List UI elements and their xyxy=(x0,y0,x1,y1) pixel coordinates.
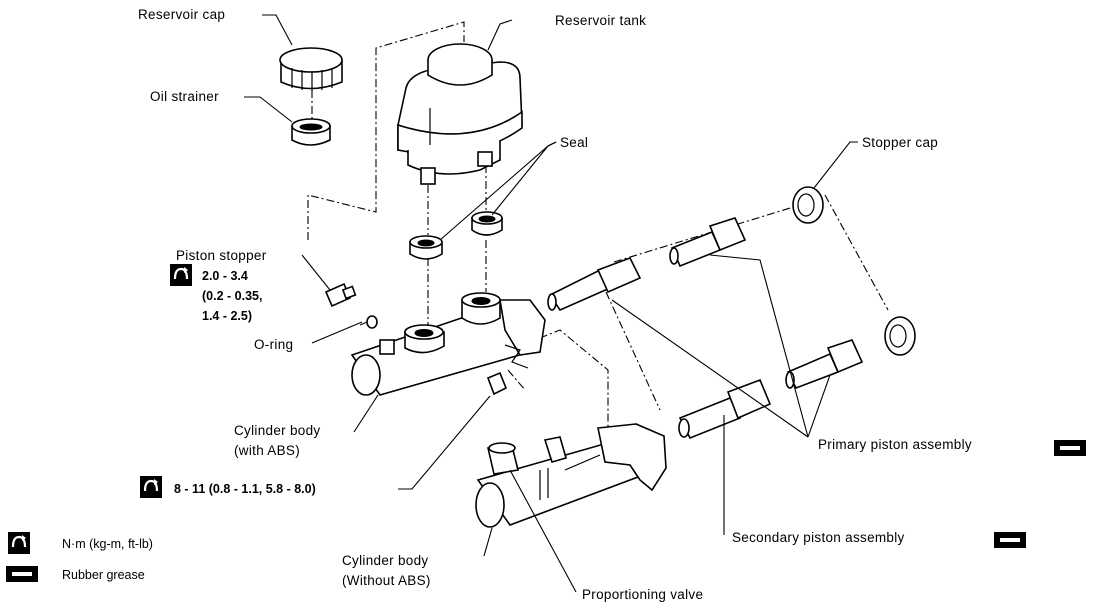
secondary-piston-upper xyxy=(785,339,864,390)
label-seal: Seal xyxy=(560,135,588,150)
label-cylinder-body-with-abs-1: Cylinder body xyxy=(234,423,320,438)
reservoir-tank xyxy=(397,43,523,185)
cylinder-body-with-abs xyxy=(350,292,546,396)
label-secondary-piston-assembly: Secondary piston assembly xyxy=(732,530,905,545)
label-primary-piston-assembly: Primary piston assembly xyxy=(818,437,972,452)
legend-rubber-grease: Rubber grease xyxy=(62,568,145,582)
torque-piston-stopper-3: 1.4 - 2.5) xyxy=(202,309,252,323)
label-cylinder-body-without-abs-2: (Without ABS) xyxy=(342,573,431,588)
torque-wrench-icon xyxy=(140,476,162,498)
label-cylinder-body-with-abs-2: (with ABS) xyxy=(234,443,300,458)
seal-lower xyxy=(409,235,443,260)
primary-piston-lower xyxy=(669,217,747,268)
reservoir-cap xyxy=(279,47,343,91)
o-ring xyxy=(366,315,378,329)
legend: N·m (kg-m, ft-lb) Rubber grease xyxy=(6,532,153,582)
label-reservoir-cap: Reservoir cap xyxy=(138,7,225,22)
label-o-ring: O-ring xyxy=(254,337,293,352)
torque-proportioning-valve: 8 - 11 (0.8 - 1.1, 5.8 - 8.0) xyxy=(174,482,316,496)
torque-wrench-icon xyxy=(8,532,30,554)
cylinder-body-without-abs xyxy=(475,423,667,528)
torque-piston-stopper-2: (0.2 - 0.35, xyxy=(202,289,262,303)
seal-upper xyxy=(471,211,503,236)
label-cylinder-body-without-abs-1: Cylinder body xyxy=(342,553,428,568)
stopper-cap-upper xyxy=(792,186,824,224)
torque-wrench-icon xyxy=(170,264,192,286)
rubber-grease-icon xyxy=(6,566,38,582)
primary-piston-upper xyxy=(547,256,642,312)
label-proportioning-valve: Proportioning valve xyxy=(582,587,703,602)
rubber-grease-icon xyxy=(1054,440,1086,456)
label-stopper-cap: Stopper cap xyxy=(862,135,938,150)
rubber-grease-icon xyxy=(994,532,1026,548)
label-oil-strainer: Oil strainer xyxy=(150,89,219,104)
stopper-cap-lower xyxy=(884,316,916,356)
label-reservoir-tank: Reservoir tank xyxy=(555,13,646,28)
legend-torque-units: N·m (kg-m, ft-lb) xyxy=(62,537,153,551)
label-piston-stopper: Piston stopper xyxy=(176,248,267,263)
torque-piston-stopper-1: 2.0 - 3.4 xyxy=(202,269,248,283)
leader-lines xyxy=(244,14,858,593)
oil-strainer xyxy=(291,118,331,146)
secondary-piston-lower xyxy=(678,378,772,440)
piston-stopper-bolt xyxy=(324,282,357,308)
